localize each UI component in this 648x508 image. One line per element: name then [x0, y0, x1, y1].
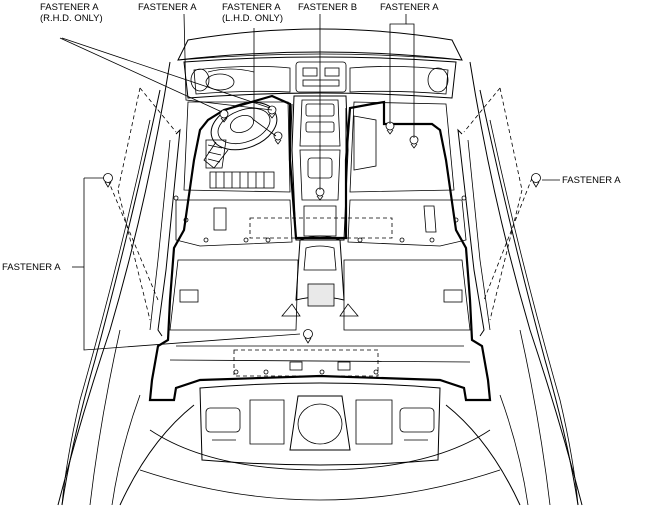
callout-top-a-label: FASTENER A: [138, 2, 197, 13]
callout-rhd-line1: FASTENER A: [40, 2, 99, 13]
instrument-panel: [183, 56, 457, 99]
rear-luggage-area: [199, 382, 441, 466]
dashed-reference-outlines: [107, 87, 533, 377]
fastener-lhd-icon: [273, 131, 283, 145]
callout-right-side-a-label: FASTENER A: [562, 175, 621, 186]
fastener-symbols: [103, 105, 541, 344]
callout-lhd-label: FASTENER A (L.H.D. ONLY): [222, 2, 283, 24]
callout-left-side-a-label: FASTENER A: [2, 262, 61, 273]
pedal-area: [205, 139, 275, 189]
leader-lines: [59, 13, 560, 351]
floor-carpet-outline: [148, 94, 492, 402]
callout-center-b-label: FASTENER B: [298, 2, 357, 13]
rear-floor: [169, 259, 471, 371]
vehicle-body-outline: [57, 28, 583, 506]
callout-right-side-a-line1: FASTENER A: [562, 175, 621, 186]
callout-rhd-line2: (R.H.D. ONLY): [40, 13, 103, 24]
steering-wheel: [203, 101, 278, 169]
callout-center-b-line1: FASTENER B: [298, 2, 358, 13]
side-sill-rails: [149, 128, 491, 337]
callout-lhd-line2: (L.H.D. ONLY): [222, 13, 284, 24]
fastener-left-side-icon: [103, 173, 113, 188]
callout-lhd-line1: FASTENER A: [222, 2, 281, 13]
callout-rhd-label: FASTENER A (R.H.D. ONLY): [40, 2, 103, 24]
clip-holes: [173, 195, 467, 375]
callout-left-side-a-line1: FASTENER A: [2, 262, 61, 273]
fastener-rear-center-icon: [303, 329, 313, 344]
callout-right-top-a-label: FASTENER A: [380, 2, 439, 13]
callout-right-top-a-line1: FASTENER A: [380, 2, 439, 13]
callout-top-a-line1: FASTENER A: [138, 2, 197, 13]
fastener-right-side-icon: [531, 173, 541, 188]
